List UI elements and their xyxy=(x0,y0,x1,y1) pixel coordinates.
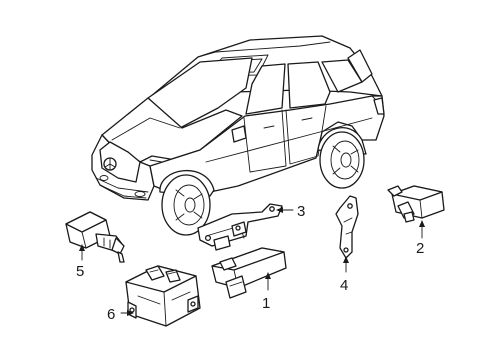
vehicle-illustration xyxy=(91,35,385,236)
valve-sensor-part-5 xyxy=(65,211,125,263)
bracket-part-3 xyxy=(197,203,283,251)
callout-4: 4 xyxy=(340,256,349,294)
callout-5: 5 xyxy=(76,244,85,280)
callout-2: 2 xyxy=(416,220,425,257)
callout-label-2: 2 xyxy=(416,240,424,257)
callout-label-6: 6 xyxy=(107,306,115,323)
callout-1: 1 xyxy=(262,272,271,312)
receiver-module-part-1 xyxy=(211,247,287,299)
callout-6: 6 xyxy=(107,306,134,323)
bracket-part-4 xyxy=(335,195,359,259)
sensor-module-part-2 xyxy=(387,185,445,223)
callout-label-4: 4 xyxy=(340,277,348,294)
callout-label-3: 3 xyxy=(297,203,305,220)
callout-label-1: 1 xyxy=(262,295,270,312)
callout-label-5: 5 xyxy=(76,263,84,280)
callout-3: 3 xyxy=(276,203,305,220)
control-module-part-6 xyxy=(125,265,201,327)
